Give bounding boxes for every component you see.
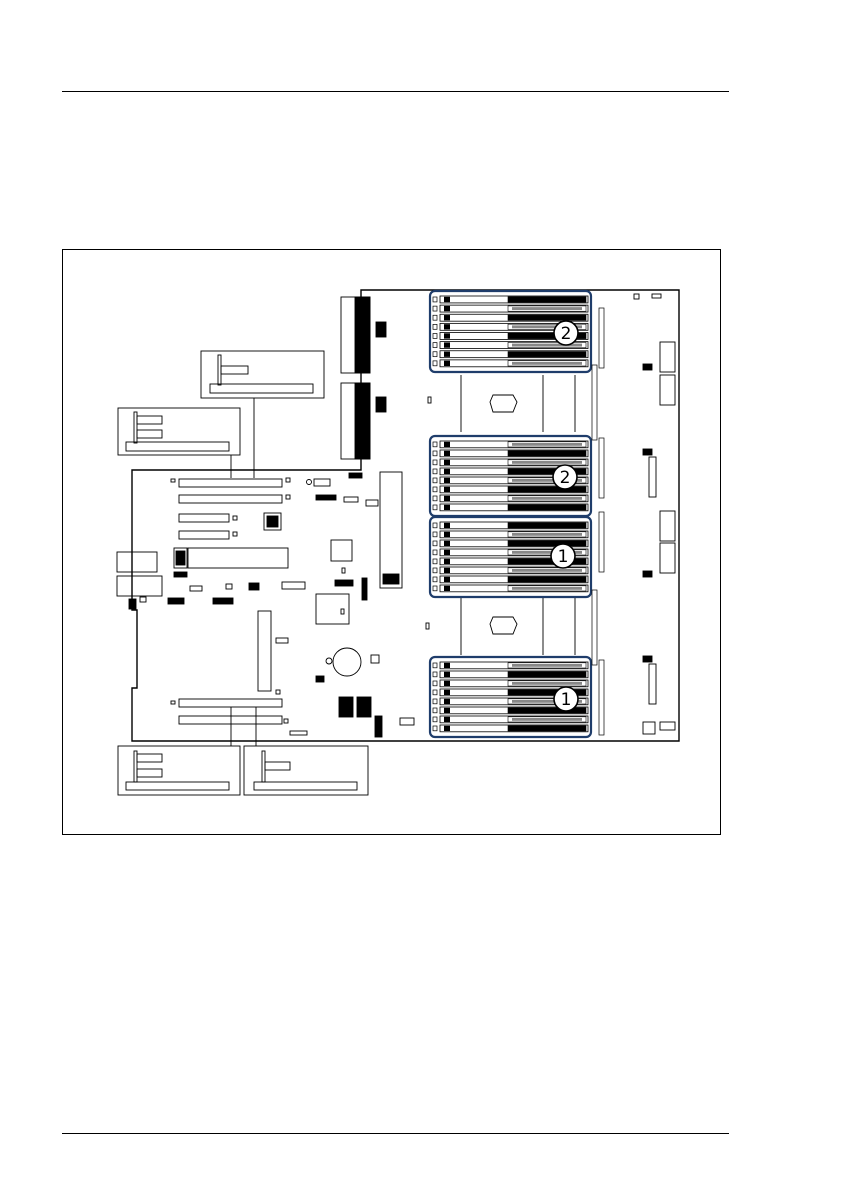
dimm-slot: [433, 450, 588, 457]
dimm-slot: [433, 522, 588, 529]
dimm-slot: [433, 351, 588, 358]
dimm-slot: [433, 504, 588, 511]
dimm-slot: [433, 671, 588, 678]
callout-number: 1: [558, 547, 569, 567]
dimm-slot: [433, 585, 588, 592]
dimm-slot: [433, 441, 588, 448]
dimm-slot: [433, 576, 588, 583]
callout-2: 2: [553, 465, 577, 489]
power-connectors: [341, 297, 386, 459]
callout-number: 2: [560, 468, 571, 488]
dimm-slot: [433, 305, 588, 312]
riser-card-bottom-2: [244, 707, 368, 795]
callout-1: 1: [551, 544, 575, 568]
dimm-slot: [433, 725, 588, 732]
dimm-slot: [433, 495, 588, 502]
dimm-slot: [433, 680, 588, 687]
callout-number: 2: [561, 324, 572, 344]
callout-number: 1: [561, 690, 572, 710]
board-components: [117, 397, 431, 737]
dimm-slot: [433, 296, 588, 303]
right-edge-components: [634, 294, 675, 734]
riser-card-top-2: [118, 408, 240, 478]
dimm-slot: [433, 531, 588, 538]
edge-connectors: [592, 308, 604, 735]
dimm-slot: [433, 360, 588, 367]
callout-1: 1: [554, 687, 578, 711]
dimm-slot: [433, 314, 588, 321]
dimm-slot: [433, 662, 588, 669]
callout-2: 2: [554, 321, 578, 345]
mainboard-outline: [132, 290, 679, 741]
riser-card-top-1: [201, 351, 324, 478]
dimm-slot: [433, 716, 588, 723]
